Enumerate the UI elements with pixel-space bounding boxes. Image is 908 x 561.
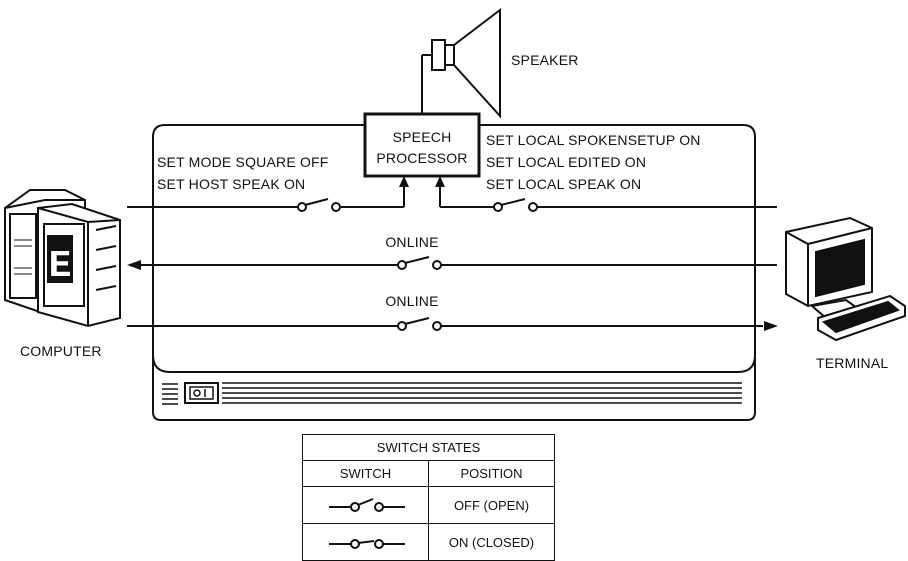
online-label-lower: ONLINE (385, 293, 438, 309)
column-header-position: POSITION (428, 460, 555, 487)
terminal-icon (785, 216, 906, 342)
speech-processor-label-line1: SPEECH (393, 129, 452, 145)
closed-switch-icon (302, 523, 429, 561)
speech-processor-box (363, 112, 481, 178)
table-row: ON (CLOSED) (302, 523, 555, 561)
local-setting-edited: SET LOCAL EDITED ON (486, 154, 646, 170)
local-to-processor-arrow (435, 176, 445, 187)
device-inner-panel (152, 354, 756, 373)
table-row: OFF (OPEN) (302, 486, 555, 524)
power-switch-icon[interactable] (184, 382, 219, 404)
switch-states-title: SWITCH STATES (302, 434, 555, 461)
device-enclosure (152, 124, 756, 421)
switch-states-table: SWITCH STATES SWITCH POSITION OFF (OPEN) (302, 434, 555, 561)
host-setting-mode-square: SET MODE SQUARE OFF (157, 154, 329, 170)
computer-label: COMPUTER (20, 343, 102, 359)
speaker-label: SPEAKER (511, 52, 579, 68)
terminal-to-computer-line (140, 256, 777, 270)
local-setting-spokensetup: SET LOCAL SPOKENSETUP ON (486, 132, 701, 148)
computer-to-terminal-line (127, 317, 763, 331)
computer-screen-glyph: E (49, 245, 72, 288)
arrow-to-computer (127, 260, 141, 270)
online-label-upper: ONLINE (385, 234, 438, 250)
local-setting-speak: SET LOCAL SPEAK ON (486, 176, 641, 192)
arrow-to-terminal (764, 321, 778, 331)
column-header-switch: SWITCH (302, 460, 429, 487)
local-speech-line (439, 186, 777, 212)
front-panel-vents (162, 382, 742, 405)
position-off-open: OFF (OPEN) (428, 486, 555, 524)
computer-icon (4, 189, 121, 328)
position-on-closed: ON (CLOSED) (428, 523, 555, 561)
terminal-label: TERMINAL (816, 355, 888, 371)
speech-processor-label-line2: PROCESSOR (376, 150, 467, 166)
host-speech-line (127, 186, 405, 212)
host-setting-host-speak: SET HOST SPEAK ON (157, 176, 305, 192)
open-switch-icon (302, 486, 429, 524)
speaker-icon (431, 7, 501, 119)
host-to-processor-arrow (399, 176, 409, 187)
